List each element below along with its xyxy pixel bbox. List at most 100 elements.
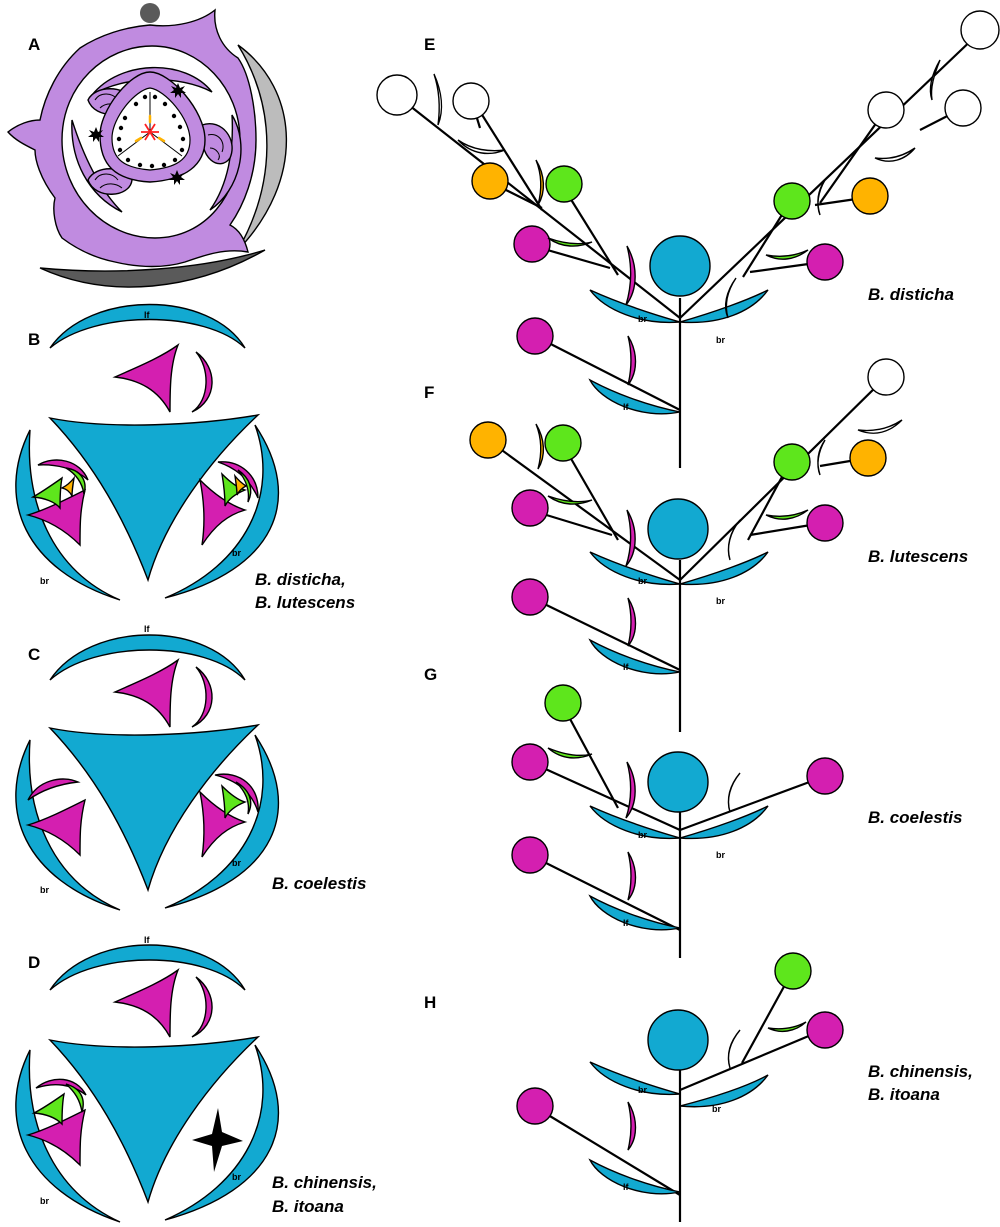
bract-label: br [638,314,647,324]
flower-magenta [806,757,844,795]
aborted-flower-star [192,1108,243,1172]
panel-a-floral-diagram: A [6,3,288,288]
species-label-e: B. disticha [868,285,954,304]
asterisk-marks [88,83,186,185]
species-label-b-2: B. lutescens [255,593,355,612]
flower-green [545,165,583,203]
red-star-center [141,123,159,141]
ovules [116,94,186,169]
flower-magenta [511,836,549,874]
panel-f-diagram: F br br lf [424,358,968,732]
green-flower-right [220,783,248,819]
bract-left [589,1061,681,1096]
panel-c-diagram: C lf br br B. coelestis [15,624,367,911]
prophyll-white [929,59,941,101]
leaf-top [49,303,246,349]
leaf-label: lf [623,918,630,928]
leaf-top [49,634,246,681]
axis-dot [140,3,160,23]
bract-label: br [638,576,647,586]
bracteole-triangle-top [112,343,180,413]
terminal-flower [647,1009,709,1071]
panel-d-diagram: D lf br br B. chinensis, B. itoana [15,935,377,1223]
flower-white [452,82,490,120]
terminal-flower [649,235,711,297]
species-label-h-1: B. chinensis, [868,1062,973,1081]
bract-label: br [638,1085,647,1095]
prophyll-green [767,1021,807,1033]
bract-left [589,805,681,840]
species-label-b-1: B. disticha, [255,570,346,589]
leaf-top [49,944,246,991]
flower-green [773,182,811,220]
leaf-bract [588,1158,681,1195]
prophyll-green [547,237,593,247]
flower-white [867,91,905,129]
prophyll-green [547,747,593,759]
flower-orange [471,162,509,200]
leaf-label: lf [623,402,630,412]
green-arc-right [235,781,252,815]
orange-flower-right [233,473,248,496]
orange-flower-left [59,475,76,497]
green-flower-left [31,1092,66,1126]
panel-e-diagram: E br [376,10,1000,468]
prophyll-orange [535,423,545,470]
leaf-label: lf [144,310,151,320]
bracteole-left [25,798,87,857]
prophyll-arc-left [27,778,81,801]
panel-g-diagram: G br br lf B. coelestis [424,665,963,958]
bracteole-triangle-top [112,968,180,1038]
flower-magenta [511,578,549,616]
central-bract-large [47,723,261,893]
leaf-label: lf [623,662,630,672]
prophyll-white [874,147,916,162]
flower-magenta [806,504,844,542]
bract-label: br [638,830,647,840]
flower-green [773,443,811,481]
flower-green [544,424,582,462]
prophyll-magenta [627,1101,637,1151]
species-label-f: B. lutescens [868,547,968,566]
bract-right [679,1074,769,1108]
central-bract-large [47,413,261,583]
bract-label-left: br [40,1196,49,1206]
panel-label-c: C [28,645,40,664]
prophyll-magenta [727,772,741,813]
flower-white [944,89,982,127]
flower-orange [469,421,507,459]
prophyll-arc-top [191,976,213,1038]
flower-orange [851,177,889,215]
bracteole-triangle-top [112,658,180,728]
flower-magenta [806,243,844,281]
bract-right [164,1044,280,1221]
leaf-bract [588,894,681,931]
green-flower-left [30,476,64,510]
bract-label: br [716,596,725,606]
bract-label-right: br [232,1172,241,1182]
central-bract-large [47,1035,261,1205]
prophyll-magenta [627,335,637,386]
prophyll-magenta [727,519,741,561]
terminal-flower [647,751,709,813]
green-flower-right [220,471,248,507]
flower-green [774,952,812,990]
prophyll-arc-left [35,1078,87,1096]
bract-right [164,734,280,909]
prophyll-magenta [724,277,737,319]
bract-right [679,805,769,840]
prophyll-white [457,139,506,155]
flower-white [376,74,418,116]
panel-h-diagram: H br br lf B. chinensis, B. itoana [424,952,973,1222]
bract-label: br [712,1104,721,1114]
green-arc-right [237,469,252,503]
species-label-c: B. coelestis [272,874,367,893]
prophyll-green [765,249,809,260]
flower-white [960,10,1000,50]
flower-magenta [516,317,554,355]
species-label-d-1: B. chinensis, [272,1173,377,1192]
prophyll-arc-right [214,773,259,813]
flower-magenta [513,225,551,263]
bract-right [679,551,769,586]
